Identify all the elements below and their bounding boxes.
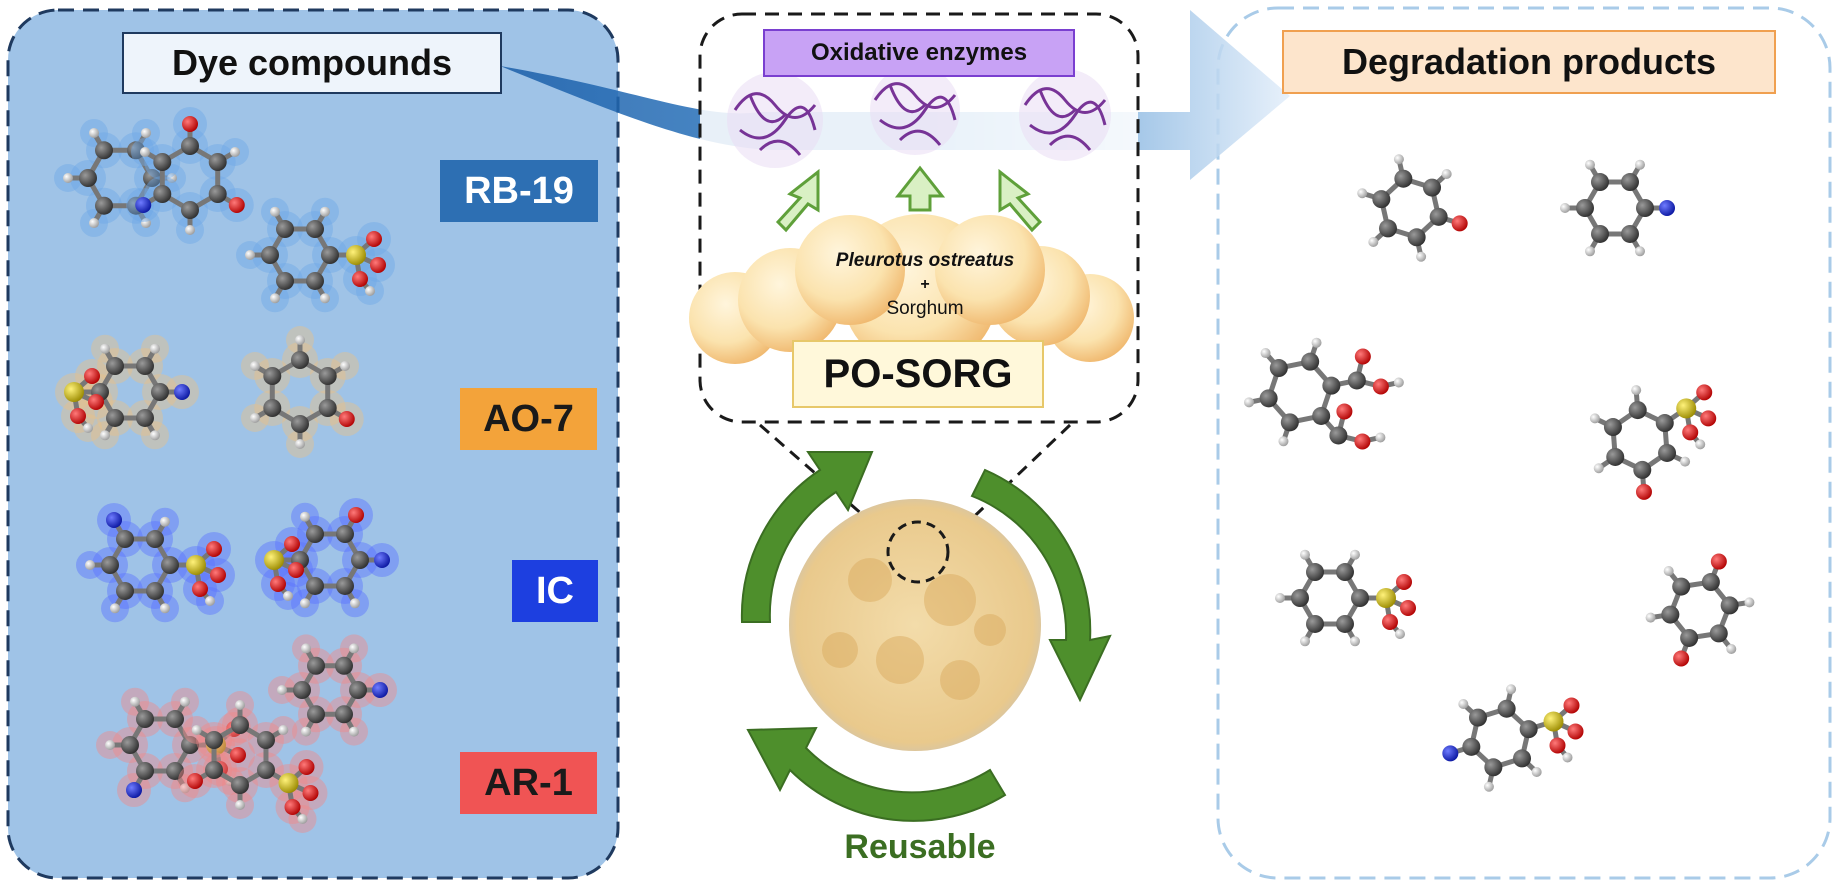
product-molecule-6 [1645, 553, 1755, 667]
dye-ic-ring-1 [76, 502, 235, 623]
plate-texture [822, 558, 1006, 700]
dye-rb19-ring-2 [126, 107, 254, 244]
dye-rb19-ring-3 [236, 197, 395, 313]
oxidative-enzymes-title: Oxidative enzymes [763, 29, 1075, 77]
dye-ar1-ring-3 [268, 634, 397, 746]
po-sorg-label: PO-SORG [792, 340, 1044, 408]
degradation-products-title: Degradation products [1282, 30, 1776, 94]
dye-compounds-title: Dye compounds [122, 32, 502, 94]
enzyme-3 [1019, 69, 1111, 161]
zoom-circle [886, 520, 950, 584]
product-molecule-1 [1357, 154, 1468, 262]
dye-tag-ic: IC [512, 560, 598, 622]
enzyme-1 [727, 72, 823, 168]
dye-panel [6, 8, 620, 880]
reusable-label: Reusable [844, 828, 996, 866]
product-molecule-5 [1275, 549, 1416, 647]
product-molecule-2 [1560, 159, 1675, 257]
product-molecule-4 [1589, 384, 1717, 500]
plus-label: + [920, 276, 930, 293]
cycle-arrows [740, 451, 1112, 822]
pleurotus-label: Pleurotus ostreatus [835, 250, 1015, 271]
dye-tag-ar1: AR-1 [460, 752, 597, 814]
product-molecule-7 [1442, 684, 1584, 792]
zoom-lines [759, 423, 1072, 532]
enzyme-2 [870, 65, 960, 155]
mycelium-plate [789, 499, 1041, 751]
dye-tag-ao7: AO-7 [460, 388, 597, 450]
up-arrows [775, 165, 1043, 233]
dye-rb19-ring-1 [54, 118, 186, 238]
product-molecule-3 [1244, 337, 1404, 450]
dye-ic-ring-2 [255, 497, 399, 618]
dye-ao7-ring-2 [240, 326, 364, 458]
sorghum-label: Sorghum [886, 298, 964, 319]
molecules [54, 107, 1755, 833]
dye-ao7-ring-1 [55, 334, 199, 450]
dye-ar1-ring-2 [177, 691, 328, 833]
enzyme-structures [727, 65, 1111, 168]
dye-tag-rb19: RB-19 [440, 160, 598, 222]
sorghum-beads [689, 214, 1134, 370]
